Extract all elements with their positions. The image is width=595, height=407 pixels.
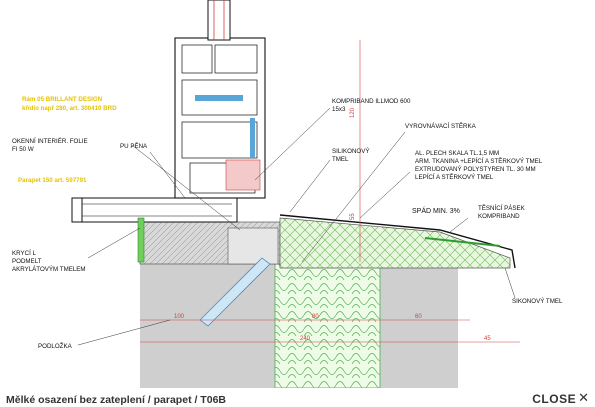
podlozka-label: PODLOŽKA — [38, 342, 73, 350]
frame-steel-2 — [250, 118, 255, 158]
sash-label: křídlo např 280, art. 300410 BRD — [22, 105, 117, 112]
silikonovy-label-2: TMEL — [332, 156, 349, 163]
leader-lines — [77, 107, 516, 346]
sikonovy-label: SIKONOVÝ TMEL — [512, 298, 563, 305]
okenni-label: OKENNÍ INTERIÉR. FOLIE — [12, 138, 88, 145]
layer-label-4: LEPÍCÍ A STĚRKOVÝ TMEL — [415, 173, 494, 181]
kryci-label-2: PODMELT — [12, 258, 42, 265]
pu-foam — [227, 227, 279, 265]
mortar-layer — [279, 217, 511, 269]
kryci-label-3: AKRYLÁTOVÝM TMELEM — [12, 266, 86, 273]
dim-55: 55 — [350, 213, 356, 220]
tesnici-label: TĚSNÍCÍ PÁSEK — [478, 204, 526, 212]
frame-chamber-2 — [214, 44, 258, 74]
trim-strip — [137, 217, 145, 263]
parapet-label: Parapet 150 art. 597791 — [18, 177, 87, 184]
support-wedge — [199, 257, 271, 327]
dim-100: 100 — [174, 314, 185, 320]
vyrovnavaci-label: VYROVNÁVACÍ STĚRKA — [405, 122, 477, 130]
frame-chamber-3 — [181, 79, 258, 116]
glazing — [207, 0, 231, 41]
interior-sill-board — [71, 197, 238, 223]
close-label: CLOSE — [532, 392, 577, 406]
layer-label-2: ARM. TKANINA +LEPÍCÍ A STĚRKOVÝ TMEL — [415, 157, 543, 165]
okenni-label-2: FI 50 W — [12, 146, 34, 153]
insulation-block — [274, 261, 381, 388]
frame-insert — [225, 159, 261, 191]
silikonovy-label: SILIKONOVÝ — [332, 148, 369, 155]
dim-240: 240 — [300, 336, 311, 342]
board-edge — [71, 197, 83, 223]
tesnici-label-2: KOMPRIBAND — [478, 213, 520, 220]
dim-45: 45 — [484, 336, 491, 342]
pu-pena-label: PU PĚNA — [120, 142, 148, 150]
close-button[interactable]: CLOSE ✕ — [532, 392, 589, 406]
kompriband-label: KOMPRIBAND ILLMOD 600 — [332, 98, 411, 105]
frame-chamber-1 — [181, 44, 213, 74]
close-icon: ✕ — [578, 391, 589, 406]
frame-label: Rám 05 BRILLANT DESIGN — [22, 96, 103, 103]
layer-label-3: EXTRUDOVANÝ POLYSTYREN TL. 30 MM — [415, 166, 536, 173]
frame-chamber-4 — [181, 121, 258, 159]
exterior-sill-edge — [424, 237, 501, 247]
kryci-label: KRYCÍ L — [12, 250, 37, 257]
dim-60: 60 — [415, 314, 422, 320]
dim-120: 120 — [350, 107, 356, 118]
kompriband-label-2: 15x3 — [332, 106, 346, 113]
technical-drawing: Rám 05 BRILLANT DESIGN křídlo např 280, … — [12, 0, 563, 388]
layer-label-1: AL. PLECH SKALA TL.1,5 MM — [415, 150, 499, 157]
dim-80: 80 — [312, 314, 319, 320]
wall-masonry-right — [380, 262, 458, 388]
spad-label: SPÁD MIN. 3% — [412, 206, 460, 215]
image-caption: Mělké osazení bez zateplení / parapet / … — [6, 394, 226, 406]
frame-steel — [195, 95, 243, 101]
